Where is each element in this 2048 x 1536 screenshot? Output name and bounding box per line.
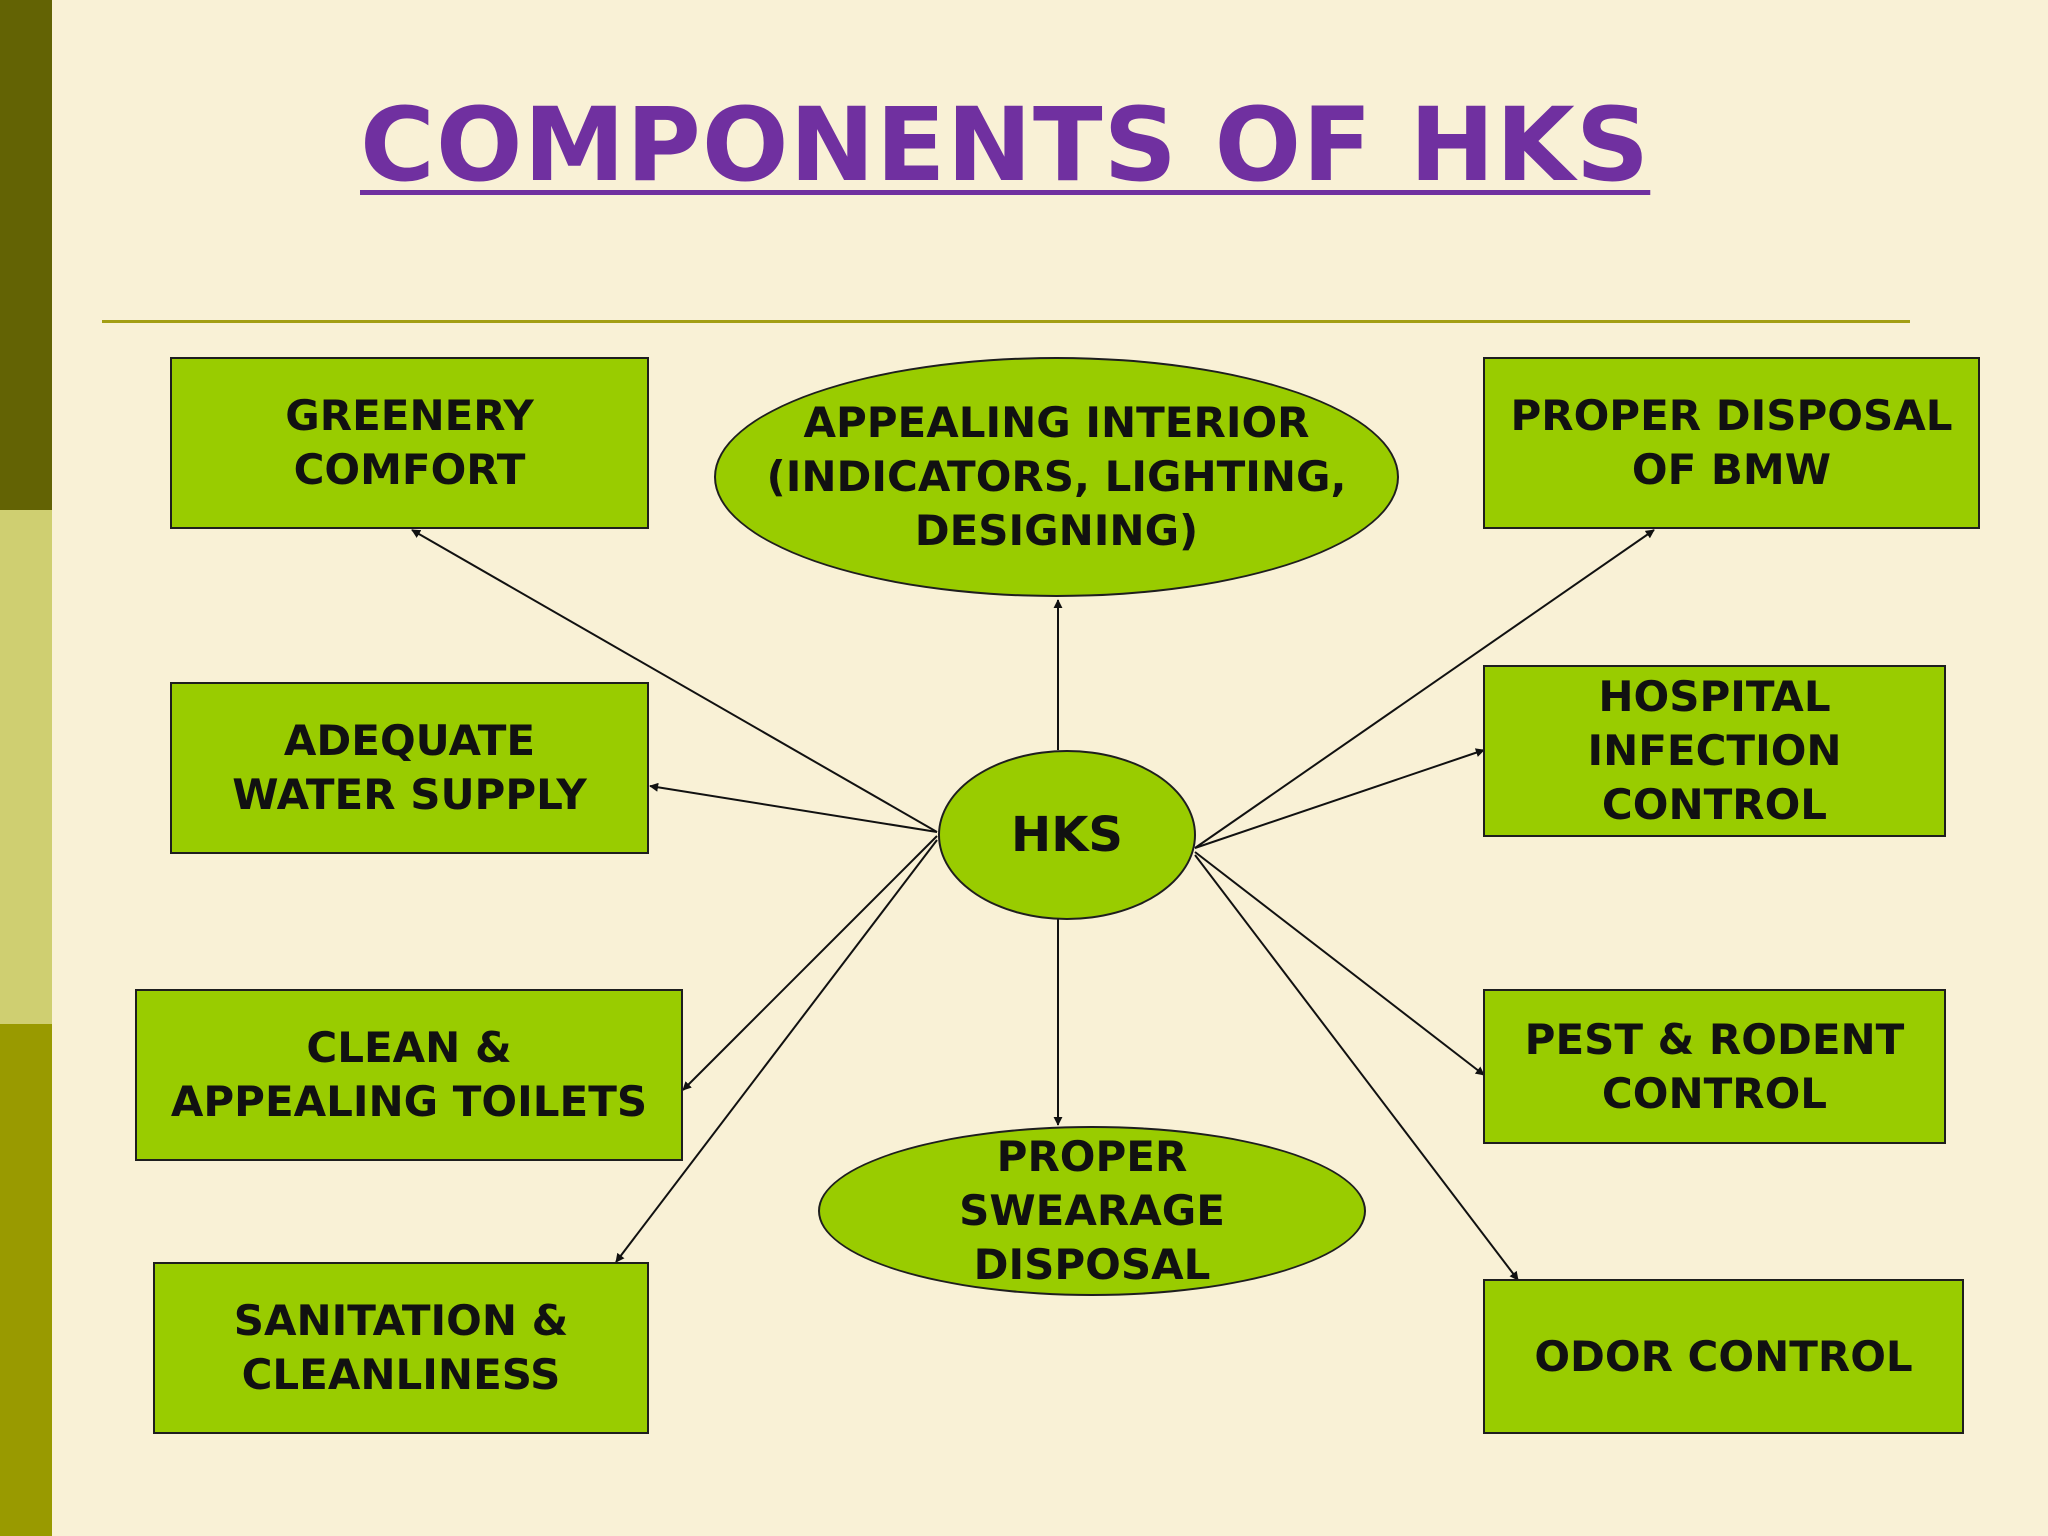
component-label: GREENERY COMFORT — [285, 391, 534, 494]
component-label: APPEALING INTERIOR (INDICATORS, LIGHTING… — [766, 398, 1347, 555]
component-box-bmw: PROPER DISPOSAL OF BMW — [1483, 357, 1980, 529]
arrow-to-pest — [1194, 851, 1485, 1076]
component-box-pest: PEST & RODENT CONTROL — [1483, 989, 1946, 1144]
component-ellipse-sewerage: PROPER SWEARAGE DISPOSAL — [818, 1126, 1366, 1296]
component-box-odor: ODOR CONTROL — [1483, 1279, 1964, 1434]
title-divider — [102, 320, 1910, 323]
component-ellipse-interior: APPEALING INTERIOR (INDICATORS, LIGHTING… — [714, 357, 1399, 597]
arrow-to-sanitation — [615, 839, 938, 1263]
component-label: PROPER DISPOSAL OF BMW — [1510, 391, 1953, 494]
center-node-hks: HKS — [938, 750, 1196, 920]
arrow-to-bmw — [1194, 529, 1655, 849]
component-label: ODOR CONTROL — [1534, 1331, 1913, 1381]
arrow-to-odor — [1194, 854, 1519, 1281]
component-box-infection: HOSPITAL INFECTION CONTROL — [1483, 665, 1946, 837]
center-node-label: HKS — [1011, 807, 1123, 863]
left-accent-bar-middle — [0, 510, 52, 1024]
component-label: PROPER SWEARAGE DISPOSAL — [959, 1132, 1225, 1289]
component-label: SANITATION & CLEANLINESS — [233, 1296, 569, 1399]
left-accent-bar-top — [0, 0, 52, 510]
component-label: CLEAN & APPEALING TOILETS — [170, 1023, 648, 1126]
component-label: ADEQUATE WATER SUPPLY — [232, 716, 587, 819]
component-label: PEST & RODENT CONTROL — [1524, 1014, 1905, 1118]
component-box-greenery: GREENERY COMFORT — [170, 357, 649, 529]
component-box-water: ADEQUATE WATER SUPPLY — [170, 682, 649, 854]
component-label: HOSPITAL INFECTION CONTROL — [1587, 672, 1842, 829]
slide-title: COMPONENTS OF HKS — [360, 86, 1651, 205]
arrow-to-infection — [1194, 748, 1485, 849]
component-box-sanitation: SANITATION & CLEANLINESS — [153, 1262, 649, 1434]
arrow-to-water — [649, 782, 938, 833]
left-accent-bar-bottom — [0, 1024, 52, 1536]
arrow-to-toilets — [682, 835, 938, 1091]
arrow-to-greenery — [411, 529, 938, 833]
component-box-toilets: CLEAN & APPEALING TOILETS — [135, 989, 683, 1161]
